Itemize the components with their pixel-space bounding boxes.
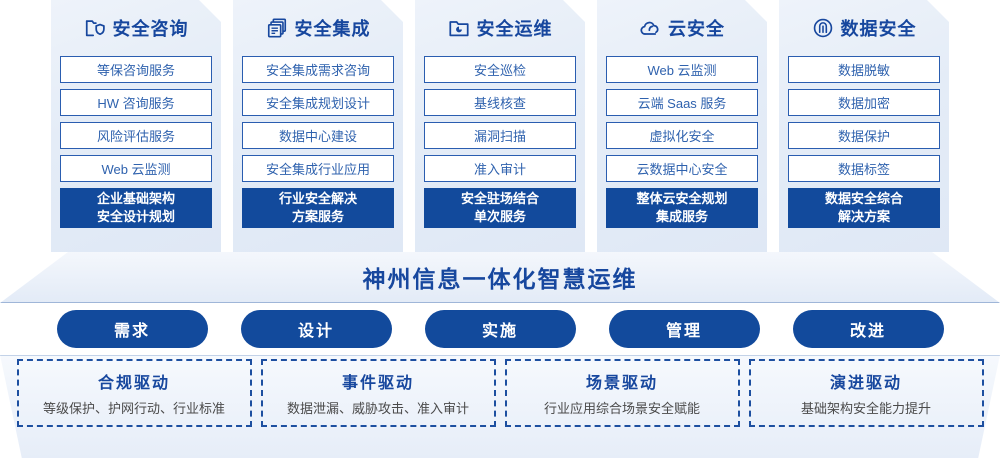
lifecycle-pill-implementation[interactable]: 实施 <box>424 310 576 348</box>
service-column-data-security[interactable]: 数据安全 数据脱敏 数据加密 数据保护 数据标签 数据安全综合 解决方案 <box>779 0 949 252</box>
service-item[interactable]: 云端 Saas 服务 <box>606 89 758 116</box>
driver-card-compliance[interactable]: 合规驱动 等级保护、护网行动、行业标准 <box>16 359 252 427</box>
service-item[interactable]: HW 咨询服务 <box>60 89 212 116</box>
summary-line-1: 安全驻场结合 <box>460 191 539 206</box>
summary-line-1: 企业基础架构 <box>96 191 175 206</box>
service-item[interactable]: 安全集成行业应用 <box>242 155 394 182</box>
service-summary-card[interactable]: 数据安全综合 解决方案 <box>788 188 940 228</box>
summary-line-2: 方案服务 <box>291 209 344 224</box>
driver-card-evolution[interactable]: 演进驱动 基础架构安全能力提升 <box>748 359 984 427</box>
summary-line-2: 解决方案 <box>837 209 890 224</box>
service-item[interactable]: 数据脱敏 <box>788 56 940 83</box>
service-item[interactable]: Web 云监测 <box>60 155 212 182</box>
drivers-row: 合规驱动 等级保护、护网行动、行业标准 事件驱动 数据泄漏、威胁攻击、准入审计 … <box>0 359 1000 451</box>
column-header: 安全集成 <box>242 0 394 56</box>
lifecycle-pill-improvement[interactable]: 改进 <box>792 310 944 348</box>
stacked-documents-icon <box>266 17 288 39</box>
driver-title: 事件驱动 <box>341 375 414 392</box>
driver-title: 场景驱动 <box>585 375 658 392</box>
lifecycle-pill-design[interactable]: 设计 <box>240 310 392 348</box>
lifecycle-pill-management[interactable]: 管理 <box>608 310 760 348</box>
service-column-security-consulting[interactable]: 安全咨询 等保咨询服务 HW 咨询服务 风险评估服务 Web 云监测 企业基础架… <box>51 0 221 252</box>
service-item[interactable]: Web 云监测 <box>606 56 758 83</box>
service-column-cloud-security[interactable]: 云安全 Web 云监测 云端 Saas 服务 虚拟化安全 云数据中心安全 整体云… <box>597 0 767 252</box>
summary-line-1: 整体云安全规划 <box>636 191 728 206</box>
service-item[interactable]: 虚拟化安全 <box>606 122 758 149</box>
service-column-security-operations[interactable]: 安全运维 安全巡检 基线核查 漏洞扫描 准入审计 安全驻场结合 单次服务 <box>415 0 585 252</box>
service-item[interactable]: 准入审计 <box>424 155 576 182</box>
driver-title: 演进驱动 <box>829 375 902 392</box>
folder-shield-icon <box>84 17 106 39</box>
service-summary-card[interactable]: 整体云安全规划 集成服务 <box>606 188 758 228</box>
service-item[interactable]: 云数据中心安全 <box>606 155 758 182</box>
lifecycle-pill-requirement[interactable]: 需求 <box>56 310 208 348</box>
service-summary-card[interactable]: 企业基础架构 安全设计规划 <box>60 188 212 228</box>
driver-description: 等级保护、护网行动、行业标准 <box>42 401 225 416</box>
column-header: 安全咨询 <box>60 0 212 56</box>
service-item[interactable]: 数据标签 <box>788 155 940 182</box>
service-item[interactable]: 基线核查 <box>424 89 576 116</box>
column-title: 安全集成 <box>294 19 371 39</box>
service-item[interactable]: 数据中心建设 <box>242 122 394 149</box>
service-item[interactable]: 数据保护 <box>788 122 940 149</box>
column-header: 数据安全 <box>788 0 940 56</box>
service-item[interactable]: 安全集成规划设计 <box>242 89 394 116</box>
service-item[interactable]: 数据加密 <box>788 89 940 116</box>
service-item[interactable]: 等保咨询服务 <box>60 56 212 83</box>
service-item[interactable]: 安全集成需求咨询 <box>242 56 394 83</box>
service-columns: 安全咨询 等保咨询服务 HW 咨询服务 风险评估服务 Web 云监测 企业基础架… <box>0 0 1000 252</box>
driver-description: 基础架构安全能力提升 <box>800 401 931 416</box>
column-title: 云安全 <box>668 19 725 39</box>
summary-line-1: 行业安全解决 <box>278 191 357 206</box>
service-summary-card[interactable]: 行业安全解决 方案服务 <box>242 188 394 228</box>
service-item[interactable]: 漏洞扫描 <box>424 122 576 149</box>
summary-line-2: 集成服务 <box>655 209 708 224</box>
cloud-icon <box>639 17 661 39</box>
platform-banner-title: 神州信息一体化智慧运维 <box>362 266 638 292</box>
lifecycle-stages: 需求 设计 实施 管理 改进 <box>0 310 1000 350</box>
column-title: 安全运维 <box>476 19 553 39</box>
column-title: 安全咨询 <box>112 19 189 39</box>
driver-description: 数据泄漏、威胁攻击、准入审计 <box>286 401 469 416</box>
driver-card-incident[interactable]: 事件驱动 数据泄漏、威胁攻击、准入审计 <box>260 359 496 427</box>
platform-banner: 神州信息一体化智慧运维 <box>0 252 1000 303</box>
folder-chart-icon <box>448 17 470 39</box>
column-title: 数据安全 <box>840 19 917 39</box>
driver-title: 合规驱动 <box>97 375 170 392</box>
fingerprint-icon <box>812 17 834 39</box>
summary-line-2: 单次服务 <box>473 209 526 224</box>
column-header: 云安全 <box>606 0 758 56</box>
service-item[interactable]: 风险评估服务 <box>60 122 212 149</box>
service-column-security-integration[interactable]: 安全集成 安全集成需求咨询 安全集成规划设计 数据中心建设 安全集成行业应用 行… <box>233 0 403 252</box>
drivers-panel-background <box>0 355 1000 458</box>
driver-description: 行业应用综合场景安全赋能 <box>543 401 700 416</box>
summary-line-2: 安全设计规划 <box>96 209 175 224</box>
service-item[interactable]: 安全巡检 <box>424 56 576 83</box>
column-header: 安全运维 <box>424 0 576 56</box>
driver-card-scenario[interactable]: 场景驱动 行业应用综合场景安全赋能 <box>504 359 740 427</box>
summary-line-1: 数据安全综合 <box>824 191 903 206</box>
service-summary-card[interactable]: 安全驻场结合 单次服务 <box>424 188 576 228</box>
